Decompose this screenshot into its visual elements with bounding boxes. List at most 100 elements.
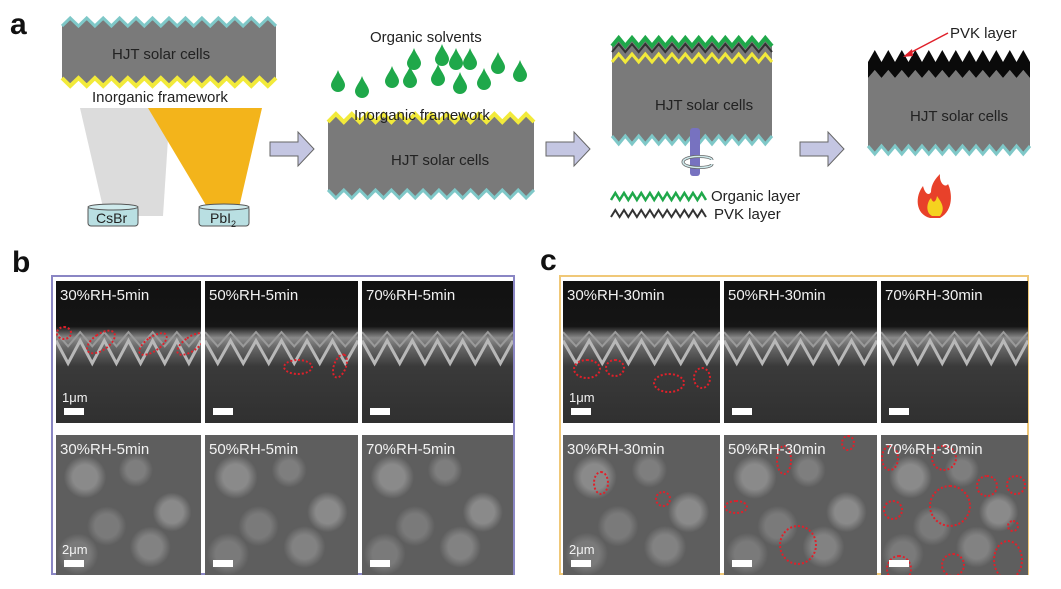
- scale-bar: [213, 560, 233, 567]
- pvk-pointer-arrow: [905, 32, 949, 56]
- pbi2-main: PbI: [210, 210, 232, 226]
- defect-marker: [693, 367, 711, 389]
- step1-hjt-cell: [60, 15, 278, 89]
- panel-b-cross-section-image-3: 70%RH-5min: [362, 281, 513, 423]
- defect-marker: [655, 491, 671, 507]
- solvent-droplets: [331, 44, 527, 98]
- solvent-droplet: [491, 52, 505, 74]
- textured-surface-profile: [362, 330, 513, 367]
- csbr-beam: [80, 108, 170, 216]
- solvent-droplet: [403, 66, 417, 88]
- arrow-step3-to-4: [799, 130, 845, 168]
- defect-marker: [724, 500, 748, 514]
- defect-marker: [653, 373, 685, 393]
- panel-b-top-view-image-3: 70%RH-5min: [362, 435, 513, 575]
- step4-hjt-cell: [866, 50, 1032, 157]
- arrow-step2-to-3: [545, 130, 591, 168]
- step4-cell-label: HJT solar cells: [910, 108, 1009, 125]
- condition-label: 30%RH-30min: [567, 441, 665, 458]
- panel-c-cross-section-image-2: 50%RH-30min: [724, 281, 877, 423]
- scale-bar: [889, 408, 909, 415]
- scale-bar: [213, 408, 233, 415]
- pvk-layer-legend-line: [610, 208, 707, 219]
- scale-bar: [732, 408, 752, 415]
- scale-bar: [732, 560, 752, 567]
- solvent-droplet: [431, 64, 445, 86]
- defect-marker: [929, 485, 971, 527]
- condition-label: 70%RH-30min: [885, 287, 983, 304]
- scale-bar: [64, 408, 84, 415]
- condition-label: 70%RH-30min: [885, 441, 983, 458]
- panel-label-a: a: [10, 8, 27, 41]
- defect-marker: [573, 359, 601, 379]
- step2-cell-label: HJT solar cells: [391, 152, 490, 169]
- pbi2-crucible: [198, 203, 250, 227]
- organic-layer-label: Organic layer: [711, 188, 801, 205]
- solvent-droplet: [449, 48, 463, 70]
- defect-marker: [886, 555, 912, 575]
- scale-bar: [370, 560, 390, 567]
- step1-cell-label: HJT solar cells: [112, 46, 211, 63]
- defect-marker: [841, 435, 855, 451]
- condition-label: 50%RH-5min: [209, 287, 299, 304]
- scale-bar-label: 2μm: [569, 542, 595, 557]
- panel-b-cross-section-image-2: 50%RH-5min: [205, 281, 358, 423]
- defect-marker: [593, 471, 609, 495]
- defect-marker: [779, 525, 817, 565]
- scale-bar: [571, 560, 591, 567]
- panel-b-top-view-image-2: 50%RH-5min: [205, 435, 358, 575]
- condition-label: 30%RH-5min: [60, 441, 150, 458]
- solvent-droplet: [463, 48, 477, 70]
- panel-label-b: b: [12, 246, 31, 279]
- step2-framework-label: Inorganic framework: [354, 107, 490, 124]
- textured-surface-profile: [205, 330, 358, 367]
- defect-marker: [1006, 475, 1026, 495]
- scale-bar: [571, 408, 591, 415]
- panel-c-top-view-image-1: 30%RH-30min 2μm: [563, 435, 720, 575]
- step2-hjt-cell: [326, 111, 536, 201]
- solvent-droplet: [385, 66, 399, 88]
- pbi2-subscript: 2: [231, 218, 237, 229]
- defect-marker: [941, 553, 965, 575]
- scale-bar: [889, 560, 909, 567]
- condition-label: 30%RH-5min: [60, 287, 150, 304]
- defect-marker: [883, 500, 903, 520]
- defect-marker: [993, 540, 1023, 575]
- defect-marker: [283, 359, 313, 375]
- step3-hjt-cell: [610, 34, 774, 147]
- panel-label-c: c: [540, 244, 557, 277]
- defect-marker: [931, 445, 957, 471]
- peel-tool: [690, 128, 700, 176]
- condition-label: 50%RH-30min: [728, 441, 826, 458]
- condition-label: 50%RH-5min: [209, 441, 299, 458]
- csbr-label: CsBr: [96, 210, 128, 226]
- solvent-droplet: [477, 68, 491, 90]
- solvent-droplet: [435, 44, 449, 66]
- panel-b-cross-section-image-1: 30%RH-5min 1μm: [56, 281, 201, 423]
- pbi2-beam: [148, 108, 262, 212]
- defect-marker: [976, 475, 998, 497]
- fire-icon: [917, 174, 951, 218]
- panel-c-top-view-image-3: 70%RH-30min: [881, 435, 1028, 575]
- defect-marker: [1007, 520, 1019, 532]
- process-diagram: [60, 15, 1032, 227]
- organic-solvents-label: Organic solvents: [370, 29, 482, 46]
- step1-framework-label: Inorganic framework: [92, 89, 228, 106]
- step3-cell-label: HJT solar cells: [655, 97, 754, 114]
- scale-bar: [64, 560, 84, 567]
- pvk-layer-legend-label: PVK layer: [714, 206, 781, 223]
- condition-label: 70%RH-5min: [366, 441, 456, 458]
- defect-marker: [776, 445, 792, 475]
- scale-bar-label: 1μm: [62, 390, 88, 405]
- textured-surface-profile: [881, 330, 1028, 367]
- condition-label: 30%RH-30min: [567, 287, 665, 304]
- defect-marker: [605, 359, 625, 377]
- pbi2-label: PbI2: [210, 210, 236, 229]
- organic-layer-legend-line: [609, 190, 708, 203]
- arrow-step1-to-2: [269, 130, 315, 168]
- solvent-droplet: [453, 72, 467, 94]
- textured-surface-profile: [56, 330, 201, 367]
- defect-marker: [56, 326, 72, 340]
